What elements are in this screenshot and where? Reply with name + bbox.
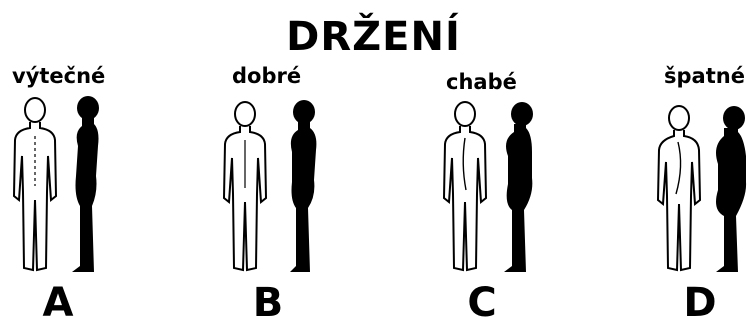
panel-letter-a: A (42, 280, 74, 326)
side-silhouette-d (712, 104, 747, 276)
quality-label-d: špatné (664, 64, 745, 88)
quality-label-c: chabé (446, 70, 517, 94)
panel-letter-b: B (252, 280, 284, 326)
side-silhouette-a (68, 96, 104, 276)
side-silhouette-c (500, 100, 540, 276)
back-figure-d (654, 104, 704, 276)
back-figure-a (10, 96, 60, 276)
back-figure-c (440, 100, 490, 276)
panel-letter-d: D (683, 280, 717, 326)
quality-label-b: dobré (232, 64, 302, 88)
quality-label-a: výtečné (12, 64, 106, 88)
panel-letter-c: C (467, 280, 497, 326)
diagram-title: DRŽENÍ (286, 14, 461, 60)
side-silhouette-b (286, 100, 322, 276)
back-figure-b (220, 100, 270, 276)
